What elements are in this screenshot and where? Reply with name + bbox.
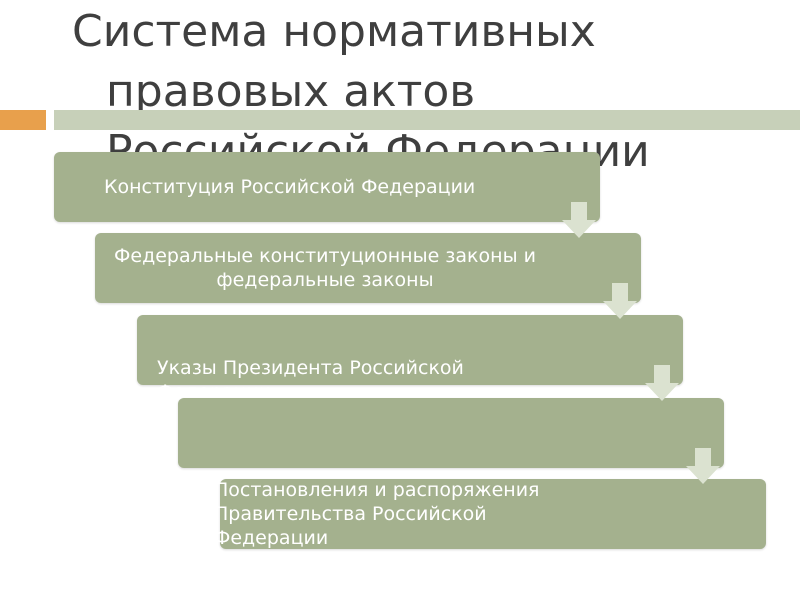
down-arrow-icon	[645, 365, 679, 401]
down-arrow-icon	[562, 202, 596, 238]
title-line-1: Система нормативных	[72, 6, 596, 57]
title-rule	[54, 110, 800, 130]
step-1-label: Конституция Российской Федерации	[104, 176, 476, 198]
step-empty	[178, 398, 724, 468]
step-federal-laws: Федеральные конституционные законы и фед…	[95, 233, 641, 303]
down-arrow-icon	[603, 283, 637, 319]
step-2-label: Федеральные конституционные законы и фед…	[114, 245, 536, 291]
step-5-label: Постановления и распоряжения Правительст…	[214, 479, 540, 549]
step-constitution: Конституция Российской Федерации	[54, 152, 600, 222]
step-3-label: Указы Президента Российской Федерации	[157, 357, 464, 403]
down-arrow-icon	[686, 448, 720, 484]
step-presidential-decrees: Указы Президента Российской Федерации	[137, 315, 683, 403]
title-line-2: правовых актов	[106, 66, 476, 117]
step-government-acts: Постановления и распоряжения Правительст…	[214, 479, 766, 549]
accent-bar	[0, 110, 46, 130]
